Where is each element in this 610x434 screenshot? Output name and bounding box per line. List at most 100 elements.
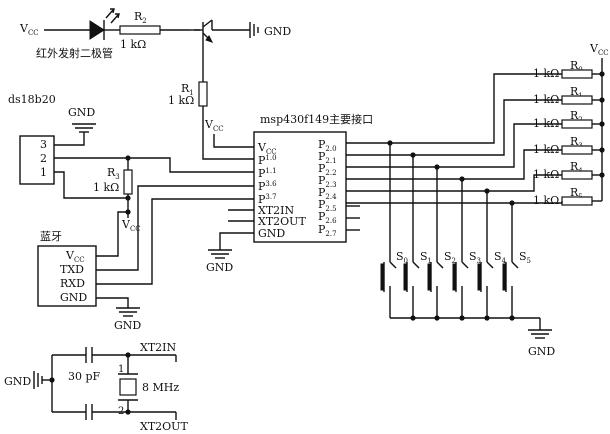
mcu-gnd-label: GND: [206, 261, 233, 274]
r3-value: 1 kΩ: [93, 181, 119, 194]
mcu-pin-xt2in: XT2IN: [258, 204, 295, 217]
bt-pin-txd: TXD: [60, 263, 84, 276]
s4-label: S4: [494, 250, 507, 265]
switch-gnd-label: GND: [528, 345, 555, 358]
r1-label: R1: [181, 82, 194, 97]
pullup-vcc-label: VCC: [589, 42, 609, 57]
ir-vcc-label: VCC: [19, 22, 39, 37]
p2-bus: [346, 73, 563, 206]
pullup-r1: 1 kΩ R1: [533, 85, 602, 106]
ds18b20-pin1-wire: [54, 171, 128, 199]
r5p-value: 1 kΩ: [533, 194, 559, 207]
bt-gnd-label: GND: [114, 319, 141, 332]
crystal-icon: [119, 378, 137, 396]
mcu-pin-p37: P3.7: [258, 193, 277, 206]
resistor-r4-pullup: [561, 170, 593, 180]
bt-gnd-symbol: [116, 307, 140, 317]
p21-wire: [346, 99, 562, 156]
mcu-pin-xt2out: XT2OUT: [258, 215, 306, 228]
pullup-r2: 1 kΩ R2: [533, 109, 602, 130]
crystal-pin1: 1: [118, 364, 124, 375]
p24-wire: [346, 174, 562, 192]
crystal-gnd-symbol: [33, 371, 43, 389]
s1-label: S1: [420, 250, 432, 265]
mcu-pin-p27: P2.7: [318, 223, 337, 238]
pullup-r4: 1 kΩ R4: [533, 160, 602, 181]
resistor-r1-pullup: [561, 95, 593, 105]
mcu-box: [253, 131, 347, 243]
mcu-pin-vcc: VCC: [257, 141, 277, 156]
r1-to-p10-wire: [202, 106, 254, 160]
mcu-pin-p22: P2.2: [318, 162, 337, 177]
bluetooth-block: 蓝牙 VCC TXD RXD GND GND: [37, 185, 254, 332]
mcu-pin-p11: P1.1: [258, 167, 277, 180]
bt-vcc-wire: [96, 211, 128, 257]
r2-value: 1 kΩ: [120, 38, 146, 51]
ds18b20-block: ds18b20 3 2 1 GND R3 1 kΩ VCC: [8, 93, 254, 233]
mcu-pin-p21: P2.1: [318, 150, 337, 165]
crystal-freq: 8 MHz: [142, 381, 179, 394]
resistor-r1: [198, 81, 208, 107]
switch-s1: S1: [403, 250, 432, 318]
mcu-pin-p36: P3.6: [258, 180, 277, 193]
crystal-xt2out-label: XT2OUT: [140, 420, 188, 433]
ds18b20-title: ds18b20: [8, 93, 56, 106]
r3-label: R3: [107, 166, 120, 181]
switch-s2: S2: [427, 250, 456, 318]
ds18b20-gnd-label: GND: [68, 106, 95, 119]
resistor-r0: [561, 69, 593, 79]
mcu-pin-gnd: GND: [258, 227, 285, 240]
mcu-block: msp430f149主要接口 VCC P1.0 P1.1 P3.6 P3.7 X…: [204, 113, 373, 274]
r1-value: 1 kΩ: [168, 94, 194, 107]
p22-wire: [346, 123, 562, 168]
ds18b20-pin3-wire: [54, 132, 85, 146]
led-icon: [89, 8, 120, 40]
switch-s4: S4: [477, 250, 507, 318]
resistor-r2: [119, 25, 161, 35]
mcu-title: msp430f149主要接口: [260, 113, 373, 126]
mcu-pin-p25: P2.5: [318, 198, 337, 213]
mcu-gnd-symbol: [208, 249, 232, 259]
mcu-vcc-label: VCC: [204, 118, 224, 133]
pullup-r0: 1 kΩ R0: [533, 59, 602, 80]
p25-bus-wire: [346, 201, 563, 204]
switch-s3: S3: [452, 250, 481, 318]
mcu-pin-p24: P2.4: [318, 186, 337, 201]
resistor-r3-pullup: [561, 145, 593, 155]
ds18b20-vcc-label: VCC: [121, 218, 141, 233]
ir-gnd-label: GND: [264, 25, 291, 38]
crystal-xt2in-label: XT2IN: [140, 341, 177, 354]
mcu-pin-p20: P2.0: [318, 138, 337, 153]
ds18b20-gnd-symbol: [72, 123, 96, 133]
switch-s0: S0: [380, 250, 408, 318]
ir-gnd-symbol: [249, 22, 259, 38]
bluetooth-box: [37, 245, 97, 307]
resistor-r5-pullup: [561, 196, 593, 206]
bt-gnd-wire: [96, 297, 129, 308]
switch-gnd-symbol: [528, 329, 552, 339]
bt-pin-gnd: GND: [60, 291, 87, 304]
p23-wire: [346, 149, 562, 180]
bt-rxd-wire: [96, 198, 254, 285]
mcu-gnd-wire: [219, 232, 254, 250]
resistor-r3: [123, 169, 133, 195]
pullup-r5: 1 kΩ R5: [533, 186, 602, 207]
s5-label: S5: [519, 250, 531, 265]
pullup-r3: 1 kΩ R3: [533, 135, 602, 156]
bt-txd-wire: [96, 185, 254, 271]
ir-led-caption: 红外发射二极管: [36, 46, 113, 60]
transistor-icon: [190, 19, 250, 58]
ds18b20-pin-1: 1: [40, 166, 47, 179]
pullup-block: VCC 1 kΩ R0 1 kΩ R1 1 kΩ R2 1 kΩ R3 1 k: [533, 42, 609, 207]
ds18b20-box: [19, 135, 55, 185]
crystal-gnd-label: GND: [4, 375, 31, 388]
switch-s5: S5: [502, 250, 531, 318]
crystal-block: GND 30 pF 1 2 8 MHz: [4, 341, 188, 433]
bt-pin-rxd: RXD: [60, 277, 85, 290]
mcu-vcc-wire: [213, 134, 254, 148]
mcu-pin-p26: P2.6: [318, 210, 337, 225]
resistor-r2-pullup: [561, 119, 593, 129]
s2-label: S2: [444, 250, 456, 265]
cap-value: 30 pF: [68, 370, 101, 383]
